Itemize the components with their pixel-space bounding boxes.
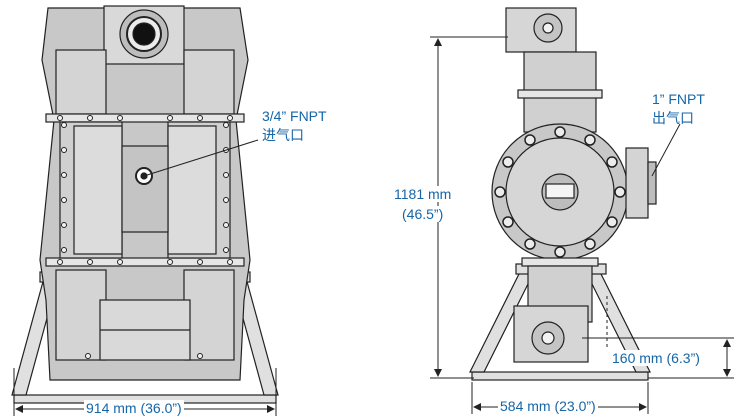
inlet-height-dimension <box>582 337 734 379</box>
front-center-section <box>121 145 169 233</box>
depth-dimension-label: 584 mm (23.0”) <box>498 398 598 414</box>
air-inlet-leader <box>143 139 259 177</box>
height-mm-label: 1181 mm <box>392 186 454 202</box>
air-outlet-size-label: 1” FNPT <box>652 91 705 107</box>
air-inlet-size-label: 3/4” FNPT <box>262 108 327 124</box>
air-outlet-leader <box>651 123 681 177</box>
inlet-height-dimension-label: 160 mm (6.3”) <box>610 350 702 366</box>
side-air-exhaust <box>625 147 649 219</box>
side-view-pump <box>469 7 657 381</box>
air-outlet-label: 出气口 <box>652 110 694 126</box>
front-view-pump <box>11 5 279 404</box>
height-in-label: (46.5”) <box>400 206 446 222</box>
width-dimension-label: 914 mm (36.0”) <box>84 400 184 416</box>
air-inlet-label: 进气口 <box>262 127 304 143</box>
